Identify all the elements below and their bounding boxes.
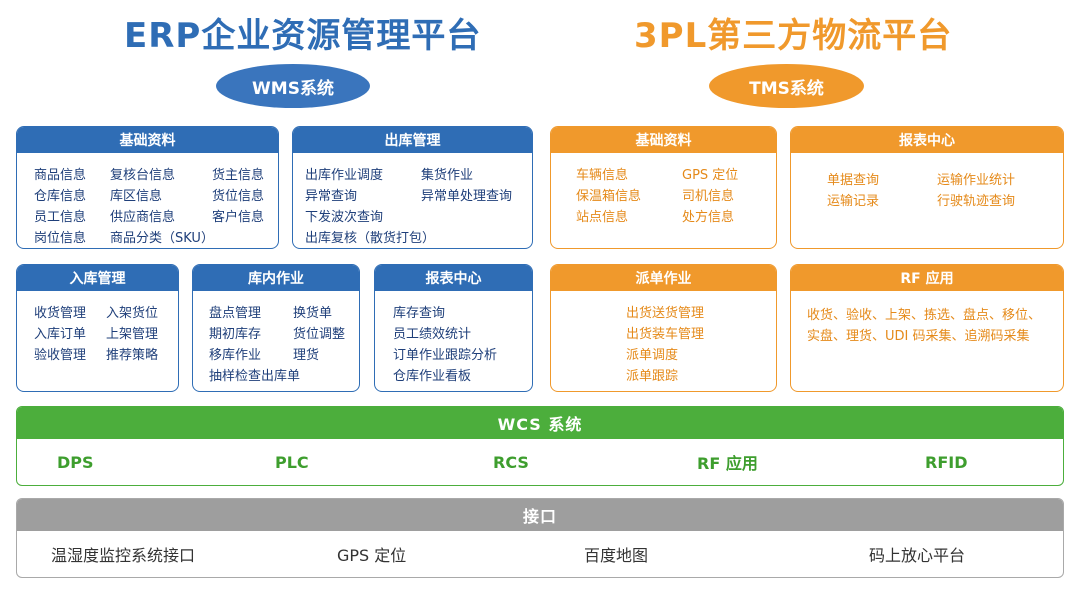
wms-outbound-item: 下发波次查询 — [305, 210, 384, 225]
wcs-band: WCS 系统 DPS PLC RCS RF 应用 RFID — [16, 406, 1064, 486]
wms-basic-item: 员工信息 — [34, 210, 87, 225]
wms-basic-item: 商品信息 — [34, 168, 87, 183]
wcs-row: DPS PLC RCS RF 应用 RFID — [17, 439, 1063, 485]
tms-report-item: 运输记录 — [827, 194, 880, 209]
wms-warehouse-box: 库内作业 盘点管理 换货单 期初库存 货位调整 移库作业 理货 抽样检查出库单 — [192, 264, 360, 392]
tms-rf-text: 收货、验收、上架、拣选、盘点、移位、实盘、理货、UDI 码采集、追溯码采集 — [807, 308, 1042, 344]
wms-basic-item: 岗位信息 — [34, 231, 87, 246]
tms-report-header: 报表中心 — [791, 127, 1063, 153]
wms-report-item: 订单作业跟踪分析 — [393, 348, 498, 363]
interface-row: 温湿度监控系统接口 GPS 定位 百度地图 码上放心平台 — [17, 531, 1063, 577]
wms-warehouse-item: 移库作业 — [209, 348, 262, 363]
wms-inbound-item: 验收管理 — [34, 348, 87, 363]
wcs-header: WCS 系统 — [17, 407, 1063, 439]
wms-basic-item: 仓库信息 — [34, 189, 87, 204]
wms-outbound-box: 出库管理 出库作业调度 集货作业 异常查询 异常单处理查询 下发波次查询 出库复… — [292, 126, 533, 249]
wms-warehouse-item: 理货 — [293, 348, 320, 363]
wms-report-item: 库存查询 — [393, 306, 446, 321]
tms-report-box: 报表中心 单据查询 运输作业统计 运输记录 行驶轨迹查询 — [790, 126, 1064, 249]
wms-basic-header: 基础资料 — [17, 127, 278, 153]
wms-outbound-item: 出库作业调度 — [305, 168, 384, 183]
wms-basic-body: 商品信息 复核台信息 货主信息 仓库信息 库区信息 货位信息 员工信息 供应商信… — [17, 153, 278, 248]
wcs-item-dps: DPS — [57, 452, 94, 472]
wms-inbound-body: 收货管理 入架货位 入库订单 上架管理 验收管理 推荐策略 — [17, 291, 178, 391]
wms-warehouse-item: 货位调整 — [293, 327, 346, 342]
wms-basic-item: 货位信息 — [212, 189, 265, 204]
wms-outbound-item: 异常单处理查询 — [421, 189, 513, 204]
wms-report-item: 员工绩效统计 — [393, 327, 472, 342]
wms-inbound-item: 收货管理 — [34, 306, 87, 321]
wms-warehouse-item: 抽样检查出库单 — [209, 369, 301, 384]
wcs-item-rcs: RCS — [493, 452, 529, 472]
tms-dispatch-body: 出货送货管理 出货装车管理 派单调度 派单跟踪 — [551, 291, 776, 391]
wms-warehouse-header: 库内作业 — [193, 265, 359, 291]
wcs-item-plc: PLC — [275, 452, 309, 472]
tms-dispatch-box: 派单作业 出货送货管理 出货装车管理 派单调度 派单跟踪 — [550, 264, 777, 392]
wms-outbound-item: 集货作业 — [421, 168, 474, 183]
wms-inbound-header: 入库管理 — [17, 265, 178, 291]
wms-warehouse-item: 期初库存 — [209, 327, 262, 342]
wms-report-body: 库存查询 员工绩效统计 订单作业跟踪分析 仓库作业看板 — [375, 291, 532, 391]
tms-basic-item: 司机信息 — [682, 189, 735, 204]
tms-report-body: 单据查询 运输作业统计 运输记录 行驶轨迹查询 — [791, 153, 1063, 248]
wms-basic-item: 客户信息 — [212, 210, 265, 225]
tms-basic-item: 处方信息 — [682, 210, 735, 225]
tms-report-item: 行驶轨迹查询 — [937, 194, 1016, 209]
tms-basic-item: 车辆信息 — [576, 168, 629, 183]
tms-report-item: 运输作业统计 — [937, 173, 1016, 188]
wms-report-box: 报表中心 库存查询 员工绩效统计 订单作业跟踪分析 仓库作业看板 — [374, 264, 533, 392]
tms-report-item: 单据查询 — [827, 173, 880, 188]
wms-basic-item: 货主信息 — [212, 168, 265, 183]
wms-inbound-item: 推荐策略 — [106, 348, 159, 363]
tms-dispatch-item: 派单跟踪 — [626, 369, 679, 384]
interface-item: 码上放心平台 — [869, 546, 966, 565]
wms-warehouse-body: 盘点管理 换货单 期初库存 货位调整 移库作业 理货 抽样检查出库单 — [193, 291, 359, 391]
wms-outbound-header: 出库管理 — [293, 127, 532, 153]
tms-basic-item: 站点信息 — [576, 210, 629, 225]
tms-rf-box: RF 应用 收货、验收、上架、拣选、盘点、移位、实盘、理货、UDI 码采集、追溯… — [790, 264, 1064, 392]
wms-basic-item: 商品分类（SKU） — [110, 231, 214, 246]
wms-basic-item: 复核台信息 — [110, 168, 176, 183]
wms-report-header: 报表中心 — [375, 265, 532, 291]
tms-basic-box: 基础资料 车辆信息 GPS 定位 保温箱信息 司机信息 站点信息 处方信息 — [550, 126, 777, 249]
interface-header: 接口 — [17, 499, 1063, 531]
tms-basic-item: GPS 定位 — [682, 168, 739, 183]
erp-title: ERP企业资源管理平台 — [124, 16, 482, 56]
wms-pill: WMS系统 — [216, 64, 370, 108]
wms-inbound-item: 上架管理 — [106, 327, 159, 342]
interface-item: GPS 定位 — [337, 546, 407, 565]
wms-report-item: 仓库作业看板 — [393, 369, 472, 384]
wms-outbound-item: 异常查询 — [305, 189, 358, 204]
tpl-title: 3PL第三方物流平台 — [634, 16, 953, 56]
tms-pill: TMS系统 — [709, 64, 864, 108]
wms-outbound-body: 出库作业调度 集货作业 异常查询 异常单处理查询 下发波次查询 出库复核（散货打… — [293, 153, 532, 248]
wms-warehouse-item: 换货单 — [293, 306, 333, 321]
wms-outbound-item: 出库复核（散货打包） — [305, 231, 436, 246]
tms-dispatch-header: 派单作业 — [551, 265, 776, 291]
tms-basic-body: 车辆信息 GPS 定位 保温箱信息 司机信息 站点信息 处方信息 — [551, 153, 776, 248]
tms-dispatch-item: 出货送货管理 — [626, 306, 705, 321]
wms-inbound-box: 入库管理 收货管理 入架货位 入库订单 上架管理 验收管理 推荐策略 — [16, 264, 179, 392]
tms-basic-header: 基础资料 — [551, 127, 776, 153]
wcs-item-rf: RF 应用 — [697, 454, 758, 473]
tms-rf-header: RF 应用 — [791, 265, 1063, 291]
tms-rf-body: 收货、验收、上架、拣选、盘点、移位、实盘、理货、UDI 码采集、追溯码采集 — [791, 291, 1063, 391]
interface-item: 温湿度监控系统接口 — [51, 546, 196, 565]
wms-inbound-item: 入库订单 — [34, 327, 87, 342]
wms-basic-item: 库区信息 — [110, 189, 163, 204]
interface-band: 接口 温湿度监控系统接口 GPS 定位 百度地图 码上放心平台 — [16, 498, 1064, 578]
interface-item: 百度地图 — [584, 546, 649, 565]
wcs-item-rfid: RFID — [925, 452, 968, 472]
tms-dispatch-item: 出货装车管理 — [626, 327, 705, 342]
tms-basic-item: 保温箱信息 — [576, 189, 642, 204]
wms-basic-item: 供应商信息 — [110, 210, 176, 225]
wms-basic-box: 基础资料 商品信息 复核台信息 货主信息 仓库信息 库区信息 货位信息 员工信息… — [16, 126, 279, 249]
tms-dispatch-item: 派单调度 — [626, 348, 679, 363]
wms-warehouse-item: 盘点管理 — [209, 306, 262, 321]
wms-inbound-item: 入架货位 — [106, 306, 159, 321]
